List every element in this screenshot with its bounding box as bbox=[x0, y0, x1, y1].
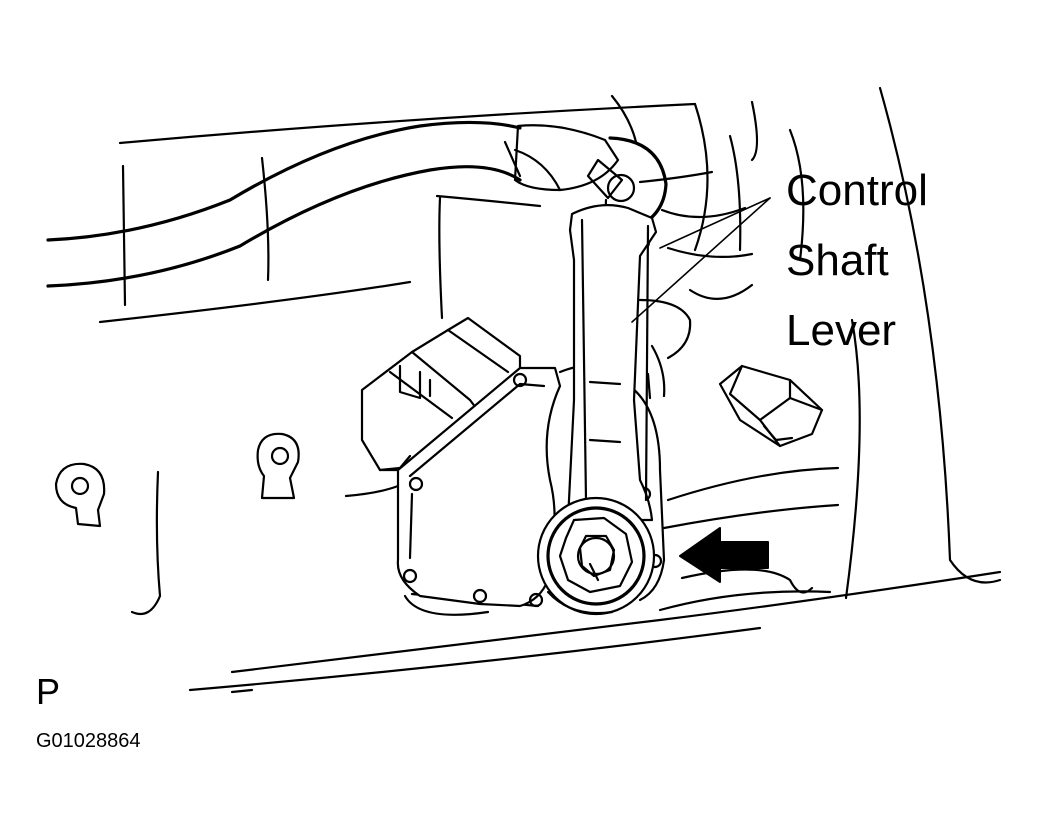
bolt-head bbox=[638, 298, 692, 400]
figure-code: G01028864 bbox=[36, 730, 141, 752]
control-shaft-lever bbox=[566, 203, 658, 522]
shaft-nut bbox=[536, 496, 656, 616]
switch-plate bbox=[396, 364, 666, 608]
shift-cable bbox=[46, 120, 620, 288]
callout-label-shaft: Shaft bbox=[786, 236, 889, 285]
ground-terminal-left bbox=[54, 462, 106, 528]
ground-terminal-right bbox=[256, 432, 300, 500]
callout-label-control: Control bbox=[786, 166, 928, 215]
callout-label-lever: Lever bbox=[786, 306, 897, 355]
view-letter: P bbox=[36, 671, 61, 712]
callout-leader-lines bbox=[631, 197, 771, 323]
hex-nut bbox=[718, 364, 824, 448]
arrow-icon bbox=[679, 527, 769, 583]
